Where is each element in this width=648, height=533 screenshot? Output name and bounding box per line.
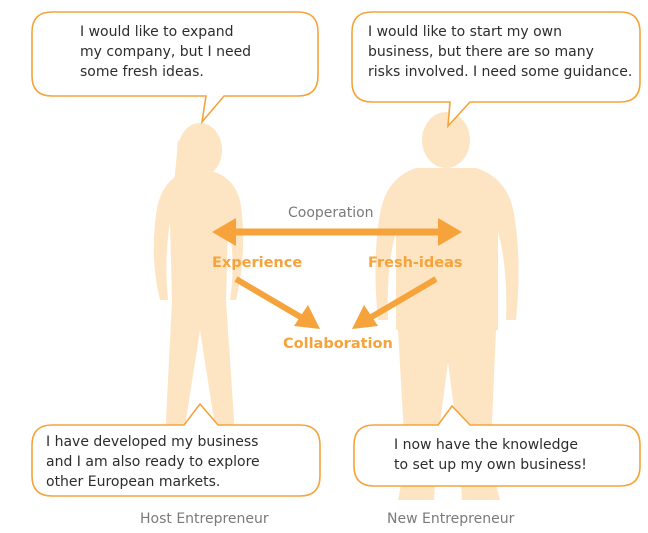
- experience-label: Experience: [212, 255, 303, 271]
- experience-arrow: [234, 276, 320, 329]
- bubble-bottom-right-text: I now have the knowledge to set up my ow…: [394, 437, 587, 473]
- bubble-bottom-left-text: I have developed my business and I am al…: [46, 434, 260, 490]
- bubble-top-left-text: I would like to expand my company, but I…: [80, 24, 252, 80]
- cooperation-label: Cooperation: [288, 205, 374, 221]
- collaboration-label: Collaboration: [283, 336, 393, 352]
- bubble-top-right-text: I would like to start my own business, b…: [368, 24, 633, 80]
- cooperation-arrow: [212, 218, 462, 246]
- fresh-ideas-arrow: [352, 276, 438, 329]
- bubble-bottom-right-shape: [353, 404, 641, 487]
- host-entrepreneur-caption: Host Entrepreneur: [140, 511, 269, 527]
- new-entrepreneur-caption: New Entrepreneur: [387, 511, 515, 527]
- host-entrepreneur-silhouette: [153, 123, 244, 470]
- fresh-ideas-label: Fresh-ideas: [368, 255, 463, 271]
- bubble-top-right-shape: [351, 11, 641, 129]
- bubble-top-left-shape: [31, 11, 319, 125]
- bubble-bottom-left-shape: [31, 402, 321, 497]
